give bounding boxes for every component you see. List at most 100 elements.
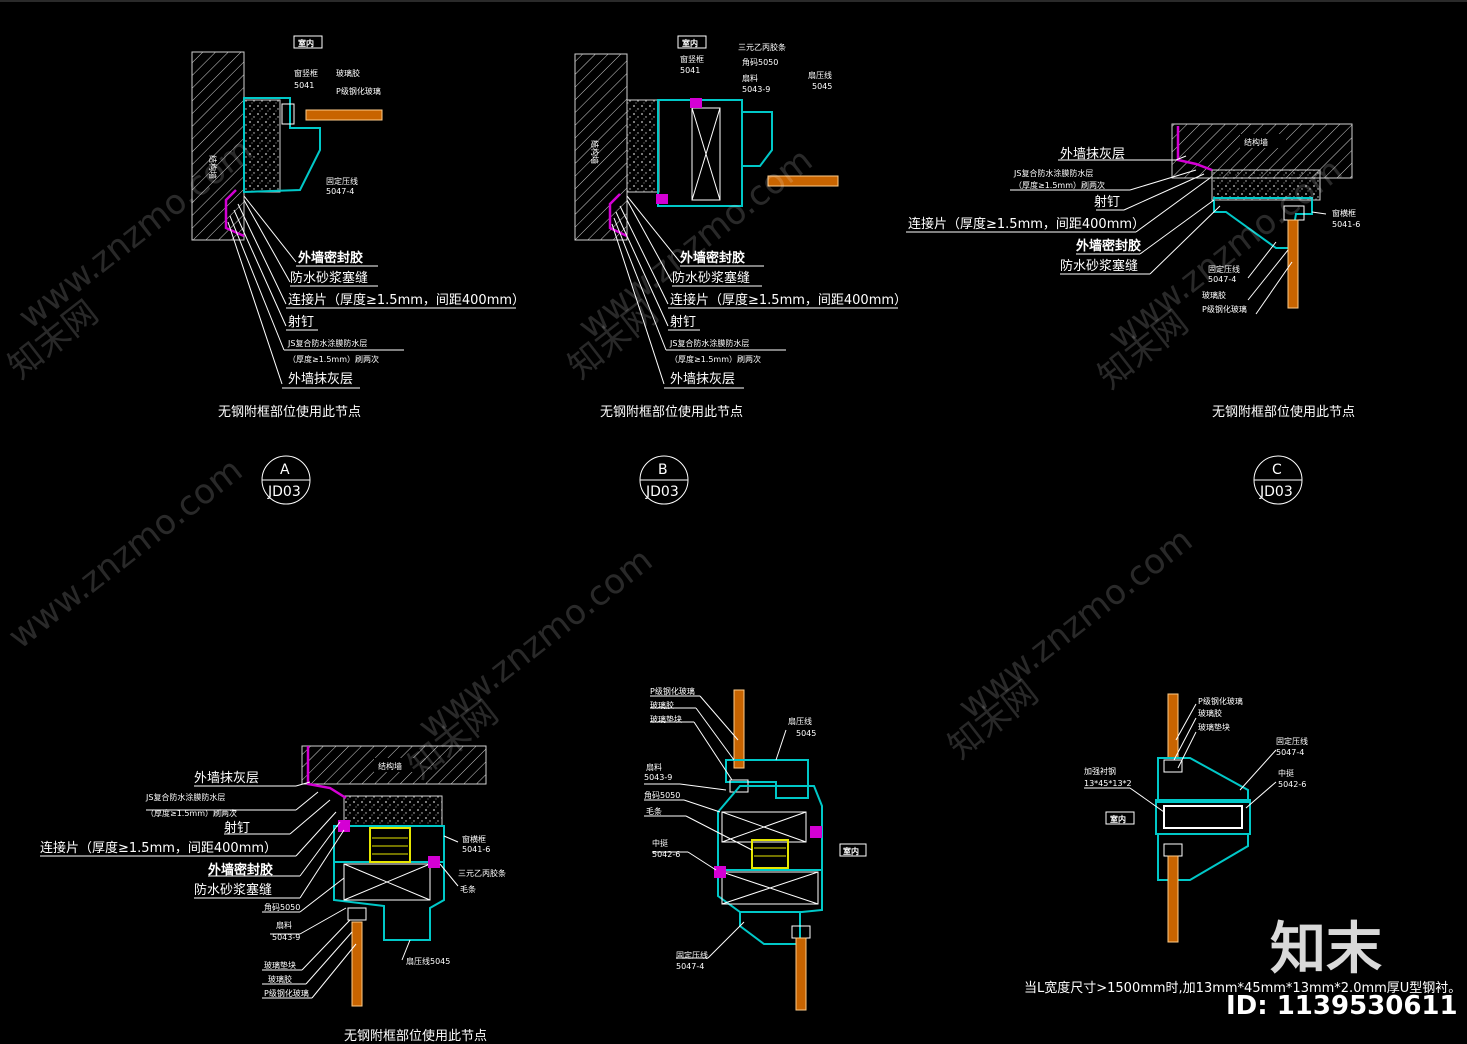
- bead-profile-bottom: [739, 912, 801, 945]
- callout-6: （厚度≥1.5mm）刷两次: [288, 354, 379, 364]
- insulation-box: [691, 107, 721, 201]
- bottom-label-1: 玻璃垫块: [264, 960, 296, 970]
- corner-label: 角码5050: [742, 57, 778, 67]
- leader-lines: [644, 695, 787, 959]
- leader-lines: [1084, 703, 1277, 813]
- structural-wall: [574, 53, 628, 241]
- callout-4: 射钉: [288, 314, 314, 330]
- mullion-code: 5042-6: [652, 850, 680, 859]
- detail-caption: 无钢附框部位使用此节点: [1212, 404, 1355, 420]
- mortar-fill: [243, 99, 281, 193]
- sealant-line: [1176, 126, 1213, 172]
- callout-6: （厚度≥1.5mm）刷两次: [670, 354, 761, 364]
- leader-lines: [40, 781, 459, 999]
- bead-label: 固定压线: [1276, 736, 1308, 746]
- callout-3: 连接片（厚度≥1.5mm，间距400mm）: [670, 292, 907, 308]
- detail-f: P级钢化玻璃 玻璃胶 玻璃垫块 加强衬钢 13*45*13*2 固定压线 504…: [1024, 693, 1461, 996]
- brush-label: 毛条: [460, 884, 476, 894]
- insulation-box: [721, 871, 819, 905]
- indoor-tag: [839, 843, 867, 857]
- bead-profile-bottom: [1157, 833, 1249, 881]
- watermark-site: www.znzmo.com: [1, 450, 250, 657]
- brush-label: 毛条: [646, 806, 662, 816]
- brand-logo: 知末: [1270, 917, 1382, 982]
- detail-b: 结构墙 室内 窗竖框 5041 三元乙丙胶条 角码5050 扇料 5043-9 …: [574, 35, 907, 505]
- indoor-label: 室内: [298, 38, 314, 48]
- gasket: [338, 820, 350, 832]
- bottom-label-3: P级钢化玻璃: [264, 988, 309, 998]
- indoor-tag: [293, 35, 323, 49]
- sash-profile-top: [725, 759, 809, 799]
- sash-bead-code: 5045: [796, 729, 816, 738]
- detail-e: P级钢化玻璃 玻璃胶 玻璃垫块 扇压线 5045 扇料 5043-9 角码505…: [644, 686, 867, 1011]
- gasket: [810, 826, 822, 838]
- sash-label: 扇料: [646, 762, 662, 772]
- frame-profile: [657, 99, 743, 207]
- slab-label-bg: [1240, 134, 1286, 148]
- insulation-box: [343, 863, 431, 901]
- frame-code: 5041: [680, 66, 700, 75]
- mullion-label: 中挺: [1278, 768, 1294, 778]
- indoor-tag: [1105, 811, 1135, 825]
- marker-letter: A: [280, 462, 290, 478]
- top-label-1: P级钢化玻璃: [650, 686, 695, 696]
- wall-label: 结构墙: [590, 140, 600, 164]
- mullion-label: 中挺: [652, 838, 668, 848]
- top-label-1: P级钢化玻璃: [1198, 696, 1243, 706]
- mortar-fill: [626, 99, 660, 193]
- callout-3: 连接片（厚度≥1.5mm，间距400mm）: [288, 292, 525, 308]
- glass-pane-top: [733, 689, 745, 769]
- epdm-label: 三元乙丙胶条: [458, 868, 506, 878]
- bead-code: 5047-4: [326, 187, 354, 196]
- structural-slab: [1171, 123, 1353, 179]
- brush-seal: [751, 839, 789, 869]
- gasket: [714, 866, 726, 878]
- callout-3: （厚度≥1.5mm）刷两次: [146, 808, 237, 818]
- corner-label: 角码5050: [264, 902, 300, 912]
- top-label-3: 玻璃垫块: [650, 714, 682, 724]
- top-label-2: 玻璃胶: [1198, 708, 1222, 718]
- callout-2: 防水砂浆塞缝: [290, 270, 368, 286]
- frame-code: 5041: [294, 81, 314, 90]
- window-frame-profile: [243, 97, 321, 194]
- marker-sheet: JD03: [267, 484, 301, 500]
- callout-3: （厚度≥1.5mm）刷两次: [1014, 180, 1105, 190]
- sash-bead-label: 扇压线5045: [406, 956, 450, 966]
- steel-size: 13*45*13*2: [1084, 779, 1132, 788]
- detail-caption: 无钢附框部位使用此节点: [600, 404, 743, 420]
- frame-label: 窗竖框: [680, 54, 704, 64]
- callout-2: JS复合防水涂膜防水层: [145, 792, 225, 802]
- marker-letter: B: [658, 462, 668, 478]
- glass-label: P级钢化玻璃: [336, 86, 381, 96]
- bead-label: 固定压线: [1208, 264, 1240, 274]
- mortar-fill: [1211, 169, 1321, 201]
- wall-label: 结构墙: [1244, 137, 1268, 147]
- callout-6: 外墙密封胶: [1075, 238, 1141, 254]
- bead-label: 固定压线: [326, 176, 358, 186]
- marker-letter: C: [1272, 462, 1282, 478]
- glass-glue-label: 玻璃胶: [336, 68, 360, 78]
- callout-4: 射钉: [670, 314, 696, 330]
- glass-label: P级钢化玻璃: [1202, 304, 1247, 314]
- sash-label: 扇料: [742, 73, 758, 83]
- brush-seal: [369, 827, 411, 863]
- callout-1: 外墙密封胶: [297, 250, 363, 266]
- frame-code: 5041-6: [462, 845, 490, 854]
- leader-lines: [227, 195, 516, 389]
- frame-profile: [717, 785, 823, 913]
- indoor-label: 室内: [682, 38, 698, 48]
- frame-profile: [333, 825, 445, 941]
- bead-code: 5047-4: [676, 962, 704, 971]
- corner-label: 角码5050: [644, 790, 680, 800]
- frame-label: 窗横框: [462, 834, 486, 844]
- callout-1: 外墙抹灰层: [1060, 147, 1125, 162]
- sash-code: 5043-9: [742, 85, 770, 94]
- sealant-line: [608, 193, 628, 238]
- wall-label: 结构墙: [378, 761, 402, 771]
- detail-c: 结构墙 外墙抹灰层 JS复合防水涂膜防水层 （厚度≥1.5mm）刷两次 射钉 连…: [906, 123, 1360, 505]
- top-label-3: 玻璃垫块: [1198, 722, 1230, 732]
- epdm-label: 三元乙丙胶条: [738, 42, 786, 52]
- callout-6: 外墙密封胶: [207, 862, 273, 878]
- insulation-box: [721, 811, 807, 843]
